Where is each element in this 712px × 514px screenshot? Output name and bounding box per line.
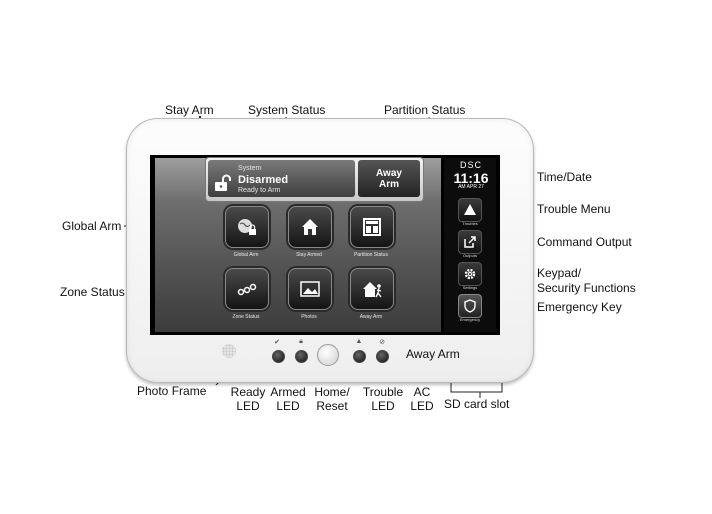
trouble-triangle-icon: ▲ <box>355 338 363 345</box>
zone-status-tile[interactable] <box>225 268 269 310</box>
zone-status-tile-label: Zone Status <box>232 314 260 320</box>
callout-emergency-key: Emergency Key <box>537 300 622 314</box>
emergency-button[interactable] <box>458 294 482 318</box>
outputs-button-label: Outputs <box>462 253 477 258</box>
warning-triangle-icon <box>464 204 476 215</box>
callout-home-line1: Home/ <box>314 385 350 399</box>
callout-home-line2: Reset <box>316 399 348 413</box>
away-arm-quick-line2: Arm <box>378 178 399 190</box>
globe-lock-icon <box>238 219 256 235</box>
armed-lock-icon: 🔒︎ <box>299 338 303 345</box>
callout-trouble-menu: Trouble Menu <box>537 202 611 216</box>
global-arm-tile-label: Global Arm <box>233 252 259 258</box>
shield-icon <box>464 299 476 313</box>
callout-keypad-line2: Security Functions <box>537 281 636 295</box>
photos-tile-label: Photos <box>301 314 317 320</box>
callout-ready-line2: LED <box>236 399 260 413</box>
callout-command-output: Command Output <box>537 235 632 249</box>
stay-armed-tile[interactable] <box>288 206 332 248</box>
ac-power-icon: ⊘ <box>379 339 385 346</box>
zone-chain-icon <box>237 283 257 296</box>
callout-keypad-line1: Keypad/ <box>537 266 582 280</box>
status-system-label: System <box>238 165 262 172</box>
callout-system-status: System Status <box>248 103 326 117</box>
callout-armed-line1: Armed <box>270 385 306 399</box>
callout-trouble-led: Trouble LED <box>359 385 407 413</box>
callout-ready-led: Ready LED <box>230 385 266 413</box>
callout-ready-line1: Ready <box>230 385 266 399</box>
partition-grid-icon <box>363 218 381 236</box>
callout-armed-led: Armed LED <box>268 385 308 413</box>
callout-trouble-line2: LED <box>371 399 395 413</box>
away-arm-tile[interactable] <box>350 268 394 310</box>
partition-status-tile-label: Partition Status <box>354 252 388 258</box>
clock-date: AM APR 27 <box>458 184 484 190</box>
unlocked-padlock-icon <box>215 174 231 191</box>
callout-zone-status: Zone Status <box>60 285 125 299</box>
callout-time-date: Time/Date <box>537 170 592 184</box>
settings-button-label: Settings <box>462 285 478 290</box>
partition-status-tile[interactable] <box>350 206 394 248</box>
callout-partition-status: Partition Status <box>384 103 466 117</box>
callout-global-arm: Global Arm <box>62 219 122 233</box>
speaker-grille <box>222 344 236 358</box>
house-person-icon <box>363 282 382 298</box>
troubles-button-label: Troubles <box>462 221 478 226</box>
callout-sd-card-slot: SD card slot <box>444 397 510 411</box>
troubles-button[interactable] <box>458 198 482 222</box>
ready-led <box>272 350 285 363</box>
callout-armed-line2: LED <box>276 399 300 413</box>
away-arm-tile-label: Away Arm <box>359 314 383 320</box>
away-arm-quick-line1: Away <box>376 167 402 179</box>
callout-away-arm: Away Arm <box>406 347 460 361</box>
trouble-led <box>353 350 366 363</box>
settings-button[interactable] <box>458 262 482 286</box>
callout-ac-line2: LED <box>410 399 434 413</box>
callout-photo-frame: Photo Frame <box>137 384 207 398</box>
callout-ac-led: AC LED <box>408 385 436 413</box>
outputs-button[interactable] <box>458 230 482 254</box>
system-status-display: System Disarmed Ready to Arm <box>208 160 355 197</box>
ac-led <box>376 350 389 363</box>
house-icon <box>302 219 318 235</box>
photo-icon <box>300 281 320 297</box>
stay-armed-tile-label: Stay Armed <box>296 252 322 258</box>
emergency-button-label: Emergency <box>459 317 481 322</box>
callout-stay-arm: Stay Arm <box>165 103 214 117</box>
external-arrow-icon <box>464 236 476 248</box>
callout-ac-line1: AC <box>413 385 431 399</box>
armed-led <box>295 350 308 363</box>
callout-home-reset: Home/ Reset <box>312 385 352 413</box>
dsc-logo: DSC <box>459 160 482 170</box>
gear-icon <box>464 268 476 280</box>
system-status-bar[interactable]: System Disarmed Ready to Arm Away Arm <box>205 157 424 202</box>
global-arm-tile[interactable] <box>225 206 269 248</box>
status-disarmed-label: Disarmed <box>238 174 289 186</box>
status-ready-label: Ready to Arm <box>238 187 281 194</box>
callout-trouble-line1: Trouble <box>362 385 404 399</box>
away-arm-quick-button[interactable]: Away Arm <box>358 160 420 197</box>
ready-check-icon: ✔ <box>274 339 280 346</box>
clock-time: 11:16 <box>453 170 489 186</box>
photos-tile[interactable] <box>288 268 332 310</box>
home-reset-button[interactable] <box>317 344 339 366</box>
